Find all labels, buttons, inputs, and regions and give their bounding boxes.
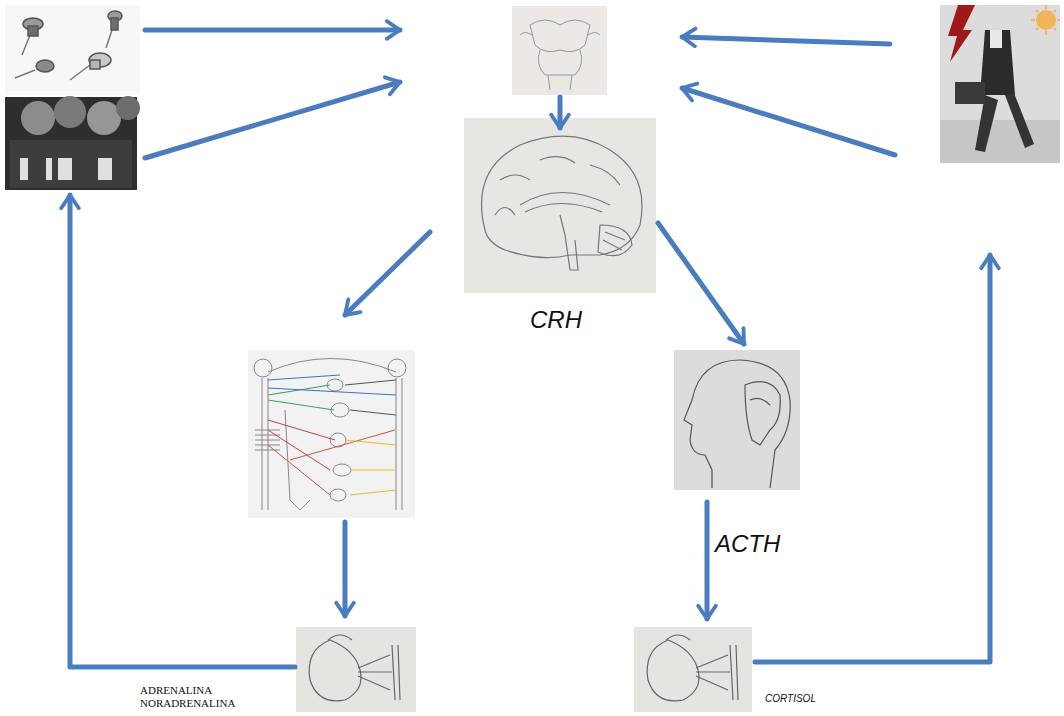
head-sketch — [674, 350, 800, 490]
brain-box: CRH — [464, 118, 656, 293]
adrenal-sketch — [634, 627, 752, 712]
brainstem-sketch — [512, 6, 607, 95]
node-label: ADRENALINA NORADRENALINA — [140, 684, 252, 710]
flow-arrow — [658, 223, 744, 344]
flow-arrow — [70, 30, 990, 667]
pins-photo — [5, 5, 140, 95]
football-photo — [5, 96, 140, 190]
nervous-system-sketch — [248, 350, 415, 518]
pituitary-box: ACTH — [674, 350, 800, 490]
flow-arrow — [705, 502, 710, 619]
brain-sketch — [464, 118, 656, 293]
adrenal-box: CORTISOL — [634, 627, 752, 712]
node-label: ACTH — [715, 530, 780, 558]
adrenal-box: ADRENALINA NORADRENALINA — [296, 627, 416, 712]
node-label: CRH — [530, 306, 582, 334]
businessman-photo — [940, 5, 1060, 163]
adrenal-sketch — [296, 627, 416, 712]
node-label: CORTISOL — [765, 692, 816, 705]
